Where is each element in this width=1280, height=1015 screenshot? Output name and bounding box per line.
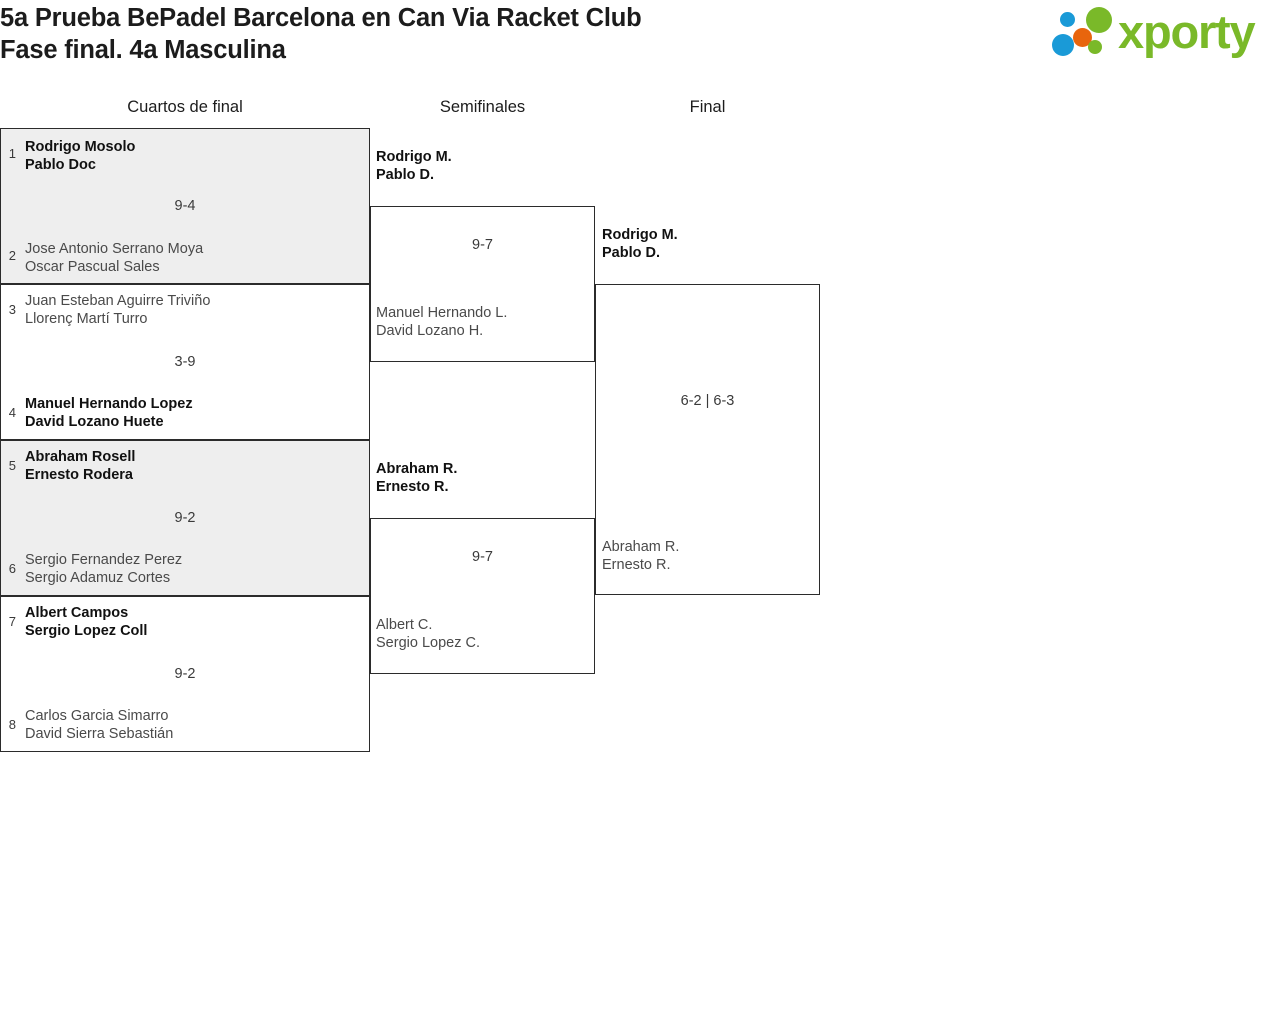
player-name: Carlos Garcia Simarro <box>25 708 169 724</box>
logo-dots-icon <box>1048 4 1120 62</box>
match-qf1-bottom-team: Jose Antonio Serrano Moya Oscar Pascual … <box>25 240 203 276</box>
logo-dot-blue-small <box>1060 12 1075 27</box>
match-quarterfinal-2[interactable] <box>0 284 370 440</box>
match-qf3-top-team: Abraham Rosell Ernesto Rodera <box>25 448 135 484</box>
match-final-score: 6-2 | 6-3 <box>680 393 735 409</box>
player-name: Ernesto R. <box>602 557 671 573</box>
seed-number-2: 2 <box>8 248 16 263</box>
xporty-logo[interactable]: xporty <box>1048 4 1276 62</box>
player-name: Juan Esteban Aguirre Triviño <box>25 293 211 309</box>
match-sf1-bottom-team: Manuel Hernando L. David Lozano H. <box>376 304 507 340</box>
round-header-final: Final <box>689 98 726 116</box>
logo-dot-blue-large <box>1052 34 1074 56</box>
match-semifinal-2[interactable] <box>370 518 595 674</box>
match-qf4-score: 9-2 <box>174 666 196 682</box>
player-name: Sergio Adamuz Cortes <box>25 570 171 586</box>
match-semifinal-1[interactable] <box>370 206 595 362</box>
match-qf2-top-team: Juan Esteban Aguirre Triviño Llorenç Mar… <box>25 292 210 328</box>
match-sf1-score: 9-7 <box>472 237 493 253</box>
player-name: Manuel Hernando L. <box>376 305 508 321</box>
player-name: Sergio Lopez Coll <box>25 623 148 639</box>
seed-number-8: 8 <box>8 717 16 732</box>
player-name: David Lozano H. <box>376 323 484 339</box>
player-name: David Lozano Huete <box>25 414 164 430</box>
seed-number-4: 4 <box>8 405 16 420</box>
player-name: Jose Antonio Serrano Moya <box>25 241 204 257</box>
page-title-line-2: Fase final. 4a Masculina <box>0 36 286 64</box>
round-header-quarterfinals: Cuartos de final <box>127 98 243 116</box>
match-qf3-bottom-team: Sergio Fernandez Perez Sergio Adamuz Cor… <box>25 551 182 587</box>
logo-dot-orange <box>1073 28 1092 47</box>
match-qf1-top-team: Rodrigo Mosolo Pablo Doc <box>25 138 135 174</box>
player-name: Albert C. <box>376 617 433 633</box>
player-name: Oscar Pascual Sales <box>25 259 160 275</box>
seed-number-6: 6 <box>8 561 16 576</box>
player-name: Llorenç Martí Turro <box>25 311 148 327</box>
player-name: Pablo Doc <box>25 157 96 173</box>
page-title: 5a Prueba BePadel Barcelona en Can Via R… <box>0 2 900 66</box>
match-qf1-score: 9-4 <box>174 198 196 214</box>
match-final-top-team: Rodrigo M. Pablo D. <box>602 226 678 262</box>
match-quarterfinal-4[interactable] <box>0 596 370 752</box>
match-quarterfinal-3[interactable] <box>0 440 370 596</box>
match-sf2-score: 9-7 <box>472 549 493 565</box>
player-name: David Sierra Sebastián <box>25 726 174 742</box>
logo-wordmark: xporty <box>1118 5 1256 58</box>
match-final[interactable] <box>595 284 820 595</box>
player-name: Ernesto Rodera <box>25 467 133 483</box>
player-name: Sergio Lopez C. <box>376 635 480 651</box>
player-name: Abraham R. <box>602 539 680 555</box>
player-name: Manuel Hernando Lopez <box>25 396 193 412</box>
logo-dot-green-small <box>1088 40 1102 54</box>
player-name: Pablo D. <box>602 245 661 261</box>
player-name: Abraham R. <box>376 461 458 477</box>
player-name: Albert Campos <box>25 605 129 621</box>
page-header: 5a Prueba BePadel Barcelona en Can Via R… <box>0 0 1280 85</box>
player-name: Sergio Fernandez Perez <box>25 552 183 568</box>
match-sf1-top-team: Rodrigo M. Pablo D. <box>376 148 452 184</box>
logo-dot-green-large <box>1086 7 1112 33</box>
player-name: Rodrigo M. <box>602 227 678 243</box>
page-title-line-1: 5a Prueba BePadel Barcelona en Can Via R… <box>0 4 642 32</box>
match-qf2-bottom-team: Manuel Hernando Lopez David Lozano Huete <box>25 395 193 431</box>
seed-number-5: 5 <box>8 458 16 473</box>
match-sf2-top-team: Abraham R. Ernesto R. <box>376 460 457 496</box>
seed-number-1: 1 <box>8 146 16 161</box>
match-qf3-score: 9-2 <box>174 510 196 526</box>
seed-number-7: 7 <box>8 614 16 629</box>
match-qf4-bottom-team: Carlos Garcia Simarro David Sierra Sebas… <box>25 707 173 743</box>
match-qf2-score: 3-9 <box>174 354 196 370</box>
round-header-semifinals: Semifinales <box>439 98 526 116</box>
match-sf2-bottom-team: Albert C. Sergio Lopez C. <box>376 616 480 652</box>
match-final-bottom-team: Abraham R. Ernesto R. <box>602 538 679 574</box>
match-quarterfinal-1[interactable] <box>0 128 370 284</box>
player-name: Ernesto R. <box>376 479 449 495</box>
player-name: Rodrigo M. <box>376 149 452 165</box>
player-name: Pablo D. <box>376 167 435 183</box>
seed-number-3: 3 <box>8 302 16 317</box>
player-name: Abraham Rosell <box>25 449 136 465</box>
player-name: Rodrigo Mosolo <box>25 139 136 155</box>
match-qf4-top-team: Albert Campos Sergio Lopez Coll <box>25 604 147 640</box>
